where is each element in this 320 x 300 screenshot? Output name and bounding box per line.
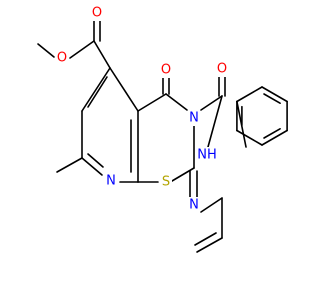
oxygen-amide-label: O [217,62,227,77]
nitrogen-pyridine-bg [105,173,117,189]
nitrogen-imine-label: N [189,198,199,213]
molecule-drawing: O O O O N N NH N S [37,5,288,253]
nh-amide-label: NH [197,148,217,163]
bond-methyl-oester [37,43,55,58]
bond-ch-ch2term-a [196,237,223,253]
oxygen-amide-bg [216,61,228,77]
nitrogen-ring-bg [188,110,200,126]
oxygen-ester-single-label: O [57,51,67,66]
bond-phenyl-0 [236,86,263,103]
bond-c5-c6 [81,67,111,112]
bond-layer [37,18,288,253]
nitrogen-ring-label: N [189,111,199,126]
bond-nimine-ch2 [200,197,223,213]
oxygen-ester-carbonyl-bg [91,5,103,21]
bond-c5-c4a [109,67,139,112]
bond-phenyl-inner-1 [263,93,281,104]
bond-phenyl-4 [236,129,263,146]
bond-n3-camide [200,95,223,111]
bond-phenyl-inner-3 [263,128,281,139]
bond-c4-n3 [165,93,188,111]
bond-nh-phenyl [236,100,247,148]
bond-phenyl-1 [261,86,288,103]
bond-camide-nh [207,95,223,148]
nitrogen-pyridine-label: N [106,174,116,189]
nitrogen-imine-bg [188,197,200,213]
oxygen-ring-carbonyl-label: O [161,63,171,78]
bond-c7-n8-inner [87,153,104,168]
structure-svg: O O O O N N NH N S [37,5,288,253]
bond-phenyl-3 [261,129,288,146]
bond-c4a-c4 [137,93,167,112]
sulfur-ring-label: S [162,175,170,190]
bond-c2-s1 [171,167,195,182]
bond-c7-n8 [81,157,103,176]
bond-oester-ccarbonyl [69,40,95,59]
bond-ccarbonyl-c5 [93,40,111,69]
atom-label-layer: O O O O N N NH N S [56,5,228,213]
nh-amide-bg [196,147,218,163]
sulfur-ring-bg [160,174,172,190]
oxygen-ester-single-bg [56,50,68,66]
oxygen-ester-carbonyl-label: O [92,6,102,21]
bond-c5-c6-inner [87,76,108,108]
bond-c7-methyl [56,157,83,173]
bond-ch-ch2term-b [194,232,217,246]
oxygen-ring-carbonyl-bg [160,62,172,78]
